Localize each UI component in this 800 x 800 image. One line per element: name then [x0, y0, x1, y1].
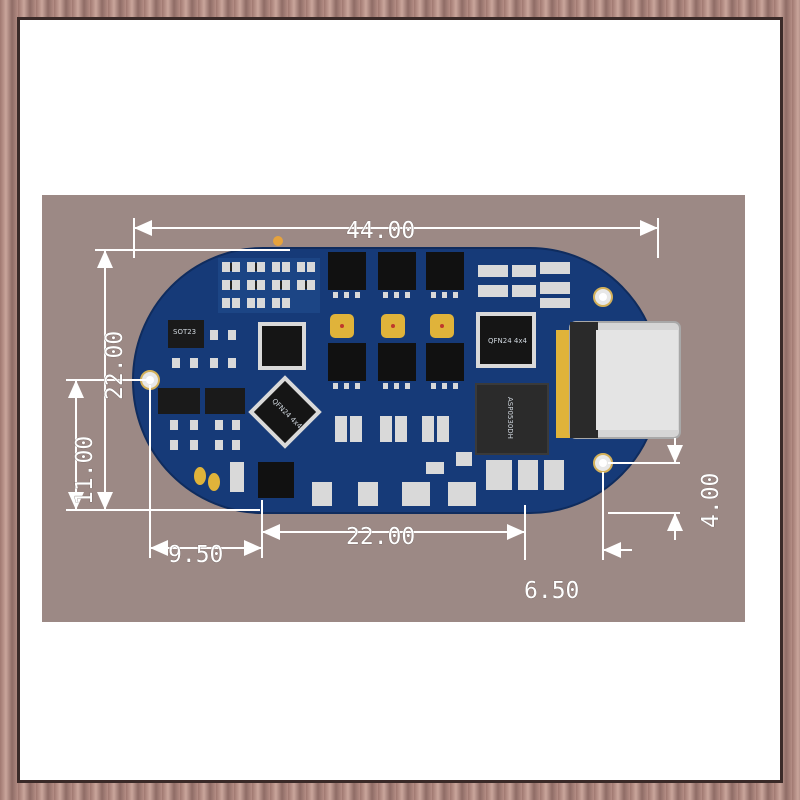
left-small-ics: SOT23: [158, 320, 245, 450]
qfn-chip-small: [258, 322, 306, 370]
dim-hole-spacing: 22.00: [346, 524, 415, 550]
dim-hole-offset: 9.50: [168, 542, 223, 568]
dim-edge-offset-right: 6.50: [524, 578, 579, 604]
dim-height-left: 22.00: [102, 331, 128, 400]
regulator-inductor: ASP0530DH: [475, 383, 549, 455]
origin-marker: [273, 236, 283, 246]
dim-hole-height: 11.00: [72, 436, 98, 505]
mcu-rotated: QFN24 4x4: [248, 375, 322, 449]
dimension-lines: [66, 218, 683, 560]
dim-width-top: 44.00: [346, 218, 415, 244]
mcu2-label: QFN24 4x4: [488, 337, 528, 345]
dim-right-height: 4.00: [698, 473, 724, 528]
bottom-components: [194, 416, 564, 506]
qfn-chip-right: QFN24 4x4: [476, 312, 536, 368]
passive-grid-top-left: [218, 258, 320, 313]
mosfet-array: [328, 252, 464, 389]
svg-text:SOT23: SOT23: [173, 328, 196, 336]
passives-top-right: [478, 262, 570, 308]
regulator-label: ASP0530DH: [506, 397, 514, 439]
usb-c-connector: [556, 321, 681, 439]
